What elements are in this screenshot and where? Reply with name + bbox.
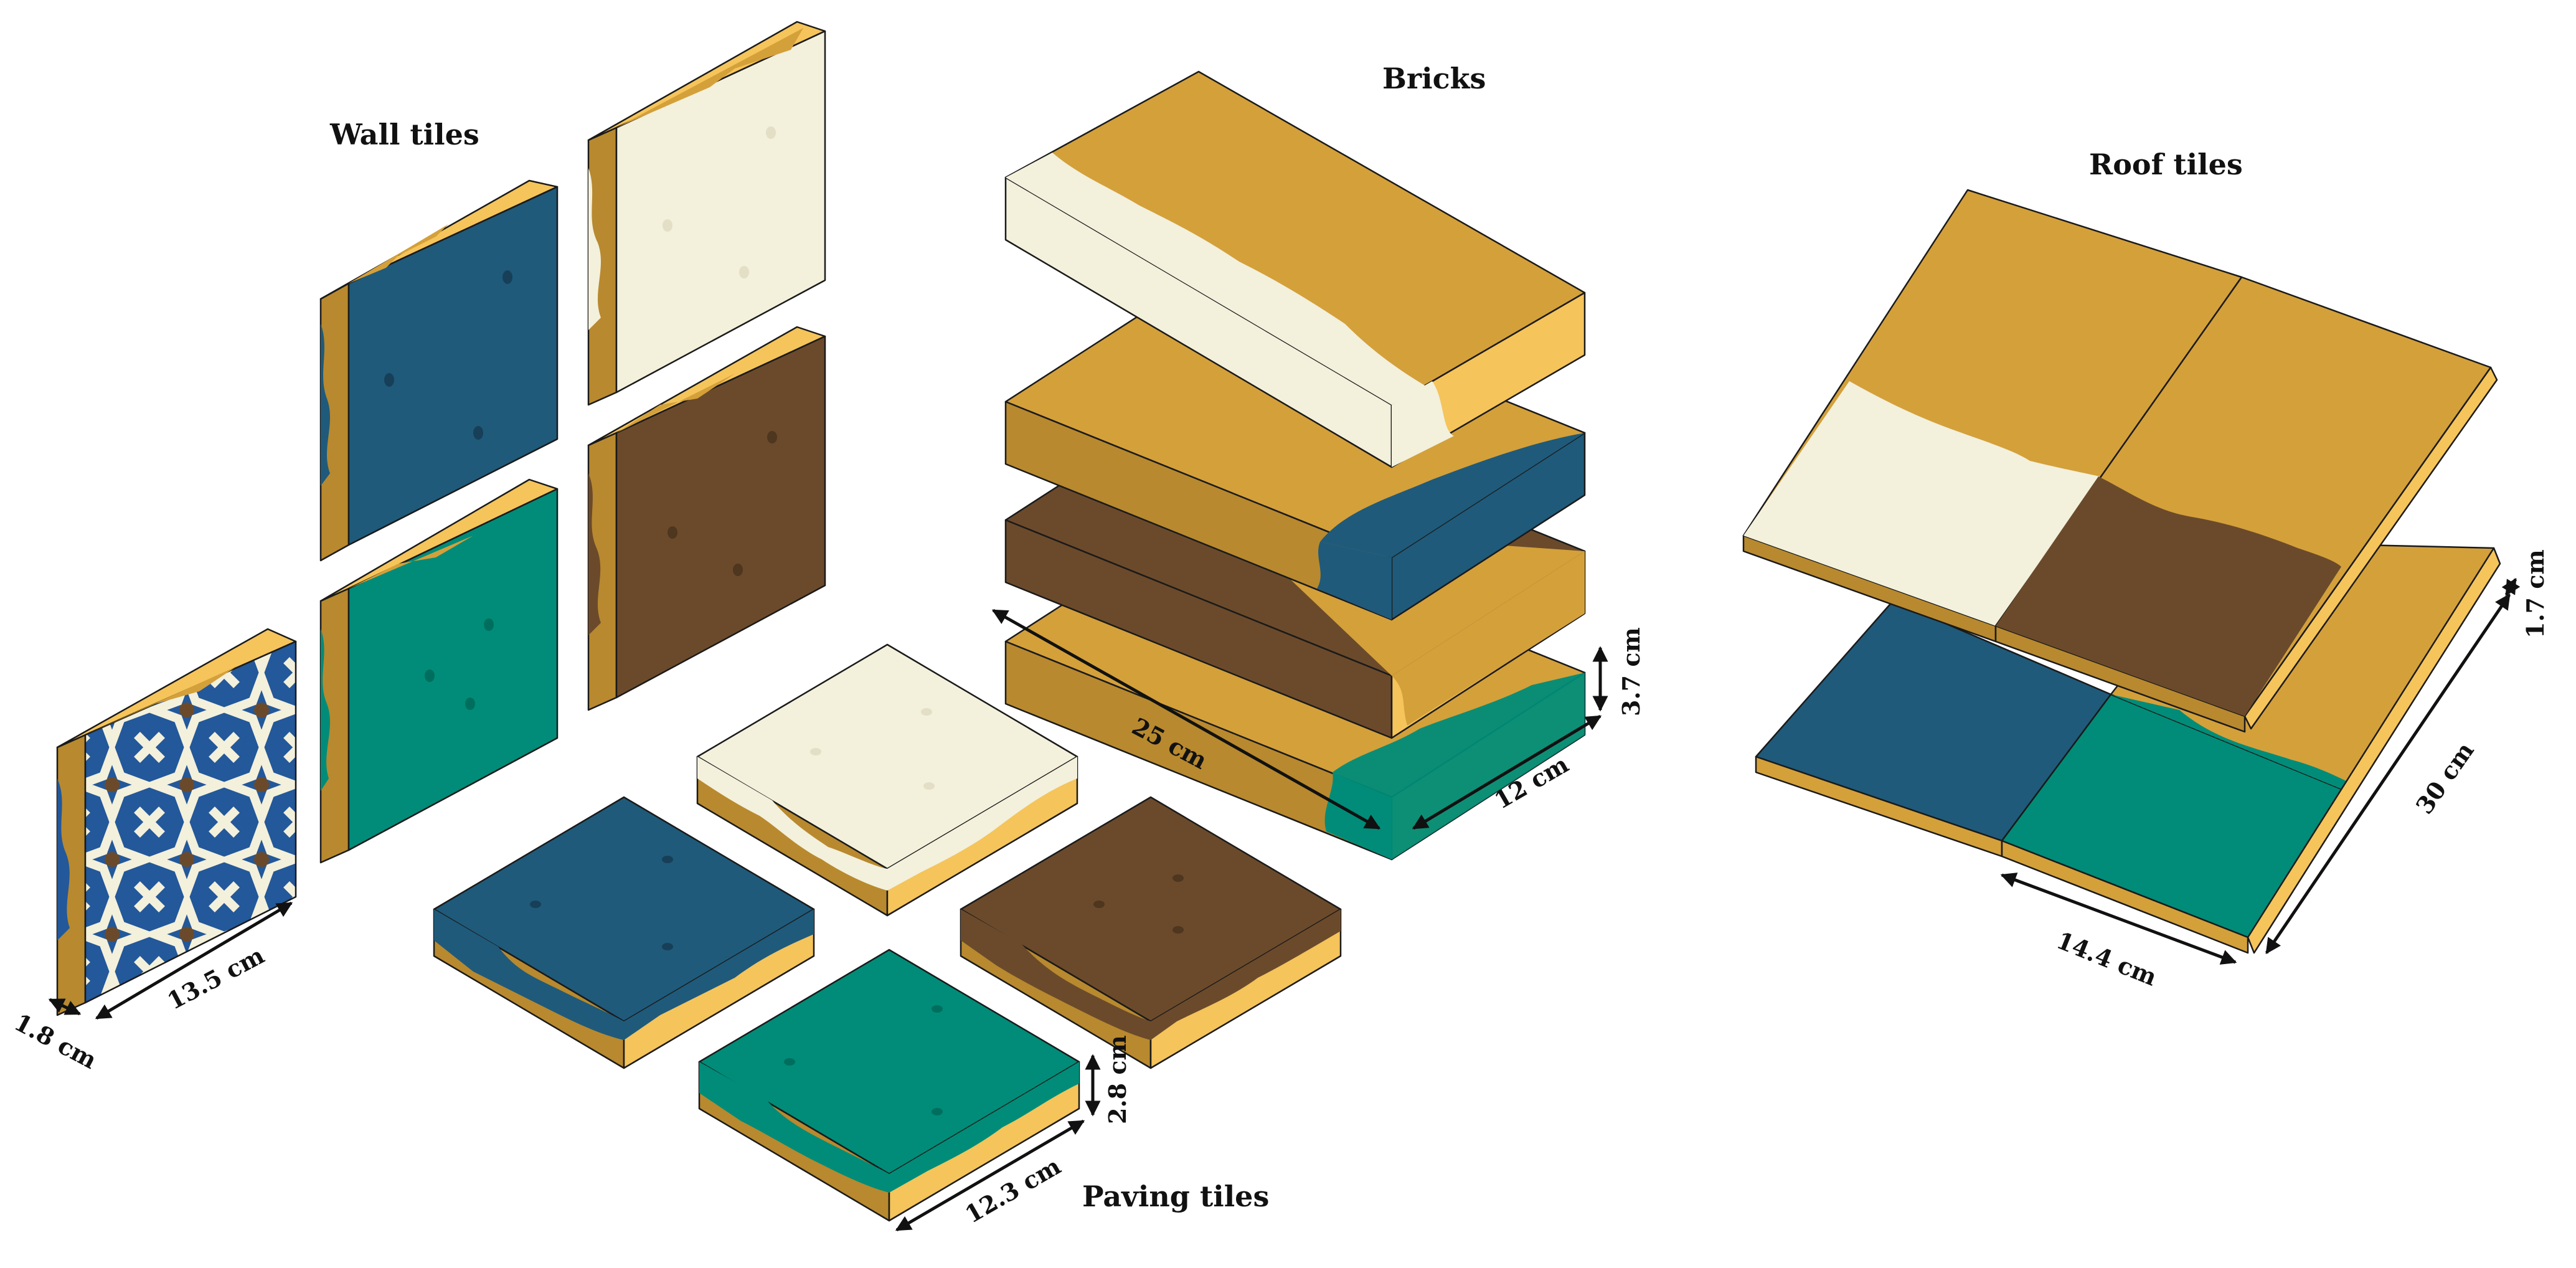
roof-width-label: 14.4 cm (2053, 926, 2161, 991)
brick-height-label: 3.7 cm (1617, 627, 1645, 716)
wall-tiles-title: Wall tiles (329, 118, 479, 151)
roof-length-arrow (2265, 593, 2511, 955)
paving-tile-cream (696, 643, 1078, 917)
roof-length-label: 30 cm (2410, 737, 2479, 819)
wall-tile-cream (587, 21, 826, 406)
brick-blue (1004, 276, 1586, 621)
wall-tile-green (319, 478, 559, 864)
roof-thickness-arrow (2501, 577, 2521, 597)
roof-tiles-title: Roof tiles (2089, 148, 2243, 181)
wall-width-arrow (95, 901, 293, 1020)
paving-height-label: 2.8 cm (1103, 1035, 1131, 1124)
roof-thickness-label: 1.7 cm (2521, 549, 2549, 638)
brick-cream (1004, 70, 1586, 468)
wall-tile-blue (319, 179, 559, 562)
paving-tile-blue (433, 796, 815, 1069)
paving-width-arrow (895, 1119, 1085, 1232)
brick-width-arrow (1412, 714, 1602, 830)
wall-thickness-arrow (48, 998, 82, 1016)
wall-tile-brown (587, 326, 826, 711)
paving-tile-brown (960, 796, 1342, 1069)
paving-tiles-title: Paving tiles (1082, 1180, 1269, 1213)
wall-thickness-label: 1.8 cm (10, 1008, 101, 1074)
roof-tile-upper-ochre-left (1742, 189, 2243, 643)
roof-width-arrow (2000, 873, 2237, 965)
bricks-title: Bricks (1382, 62, 1486, 95)
paving-tile-green (698, 949, 1080, 1222)
brick-length-arrow (991, 608, 1381, 830)
